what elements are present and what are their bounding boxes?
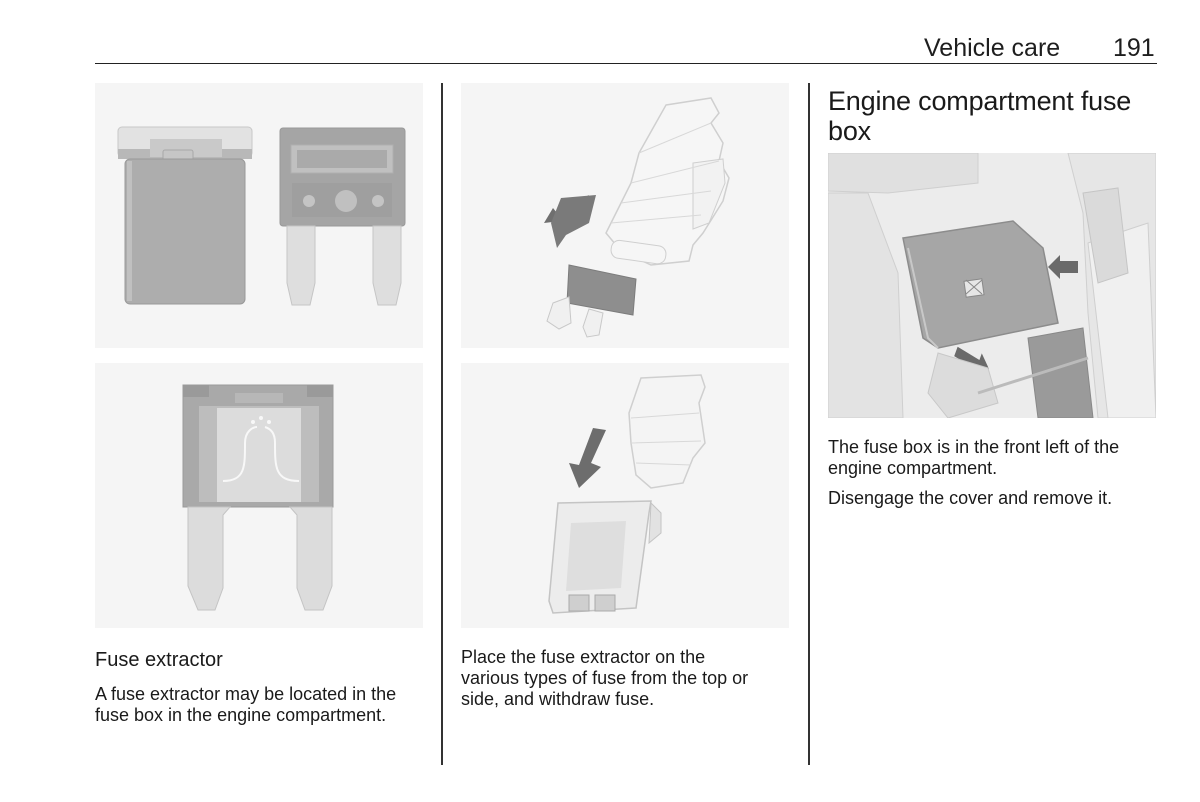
blown-mini-fuse-icon [182,384,334,611]
extractor-instructions-paragraph: Place the fuse extractor on the various … [461,647,748,710]
fuse-extractor-top-icon [544,97,730,338]
fuse-extractor-paragraph: A fuse extractor may be located in the f… [95,684,396,726]
fuse-extractor-heading: Fuse extractor [95,649,223,671]
paragraph-line: The fuse box is in the front left of the [828,437,1120,457]
engine-fuse-box-heading: Engine compartment fuse box [828,86,1131,146]
extractor-side-figure [461,363,789,628]
paragraph-line: side, and withdraw fuse. [461,689,655,709]
engine-fuse-box-figure [828,153,1156,418]
heading-line: box [828,116,871,146]
header-rule [95,63,1157,64]
column-divider-right [808,83,810,765]
column-divider-left [441,83,443,765]
engine-compartment-fuse-box-icon [828,153,1156,418]
mini-fuse-side-and-front-views-icon [117,126,406,306]
paragraph-line: engine compartment. [828,458,998,478]
page-number: 191 [1113,34,1155,62]
extractor-top-figure [461,83,789,348]
fuse-extractor-side-icon [548,374,706,614]
paragraph-line: various types of fuse from the top or [461,668,749,688]
fuse-box-location-paragraph: The fuse box is in the front left of the… [828,437,1119,479]
disengage-cover-paragraph: Disengage the cover and remove it. [828,488,1113,508]
blown-fuse-figure [95,363,423,628]
mini-fuse-views-figure [95,83,423,348]
section-title: Vehicle care [924,34,1061,62]
paragraph-line: fuse box in the engine compartment. [95,705,387,725]
paragraph-line: A fuse extractor may be located in the [95,684,397,704]
heading-line: Engine compartment fuse [828,86,1132,116]
paragraph-line: Place the fuse extractor on the [461,647,706,667]
